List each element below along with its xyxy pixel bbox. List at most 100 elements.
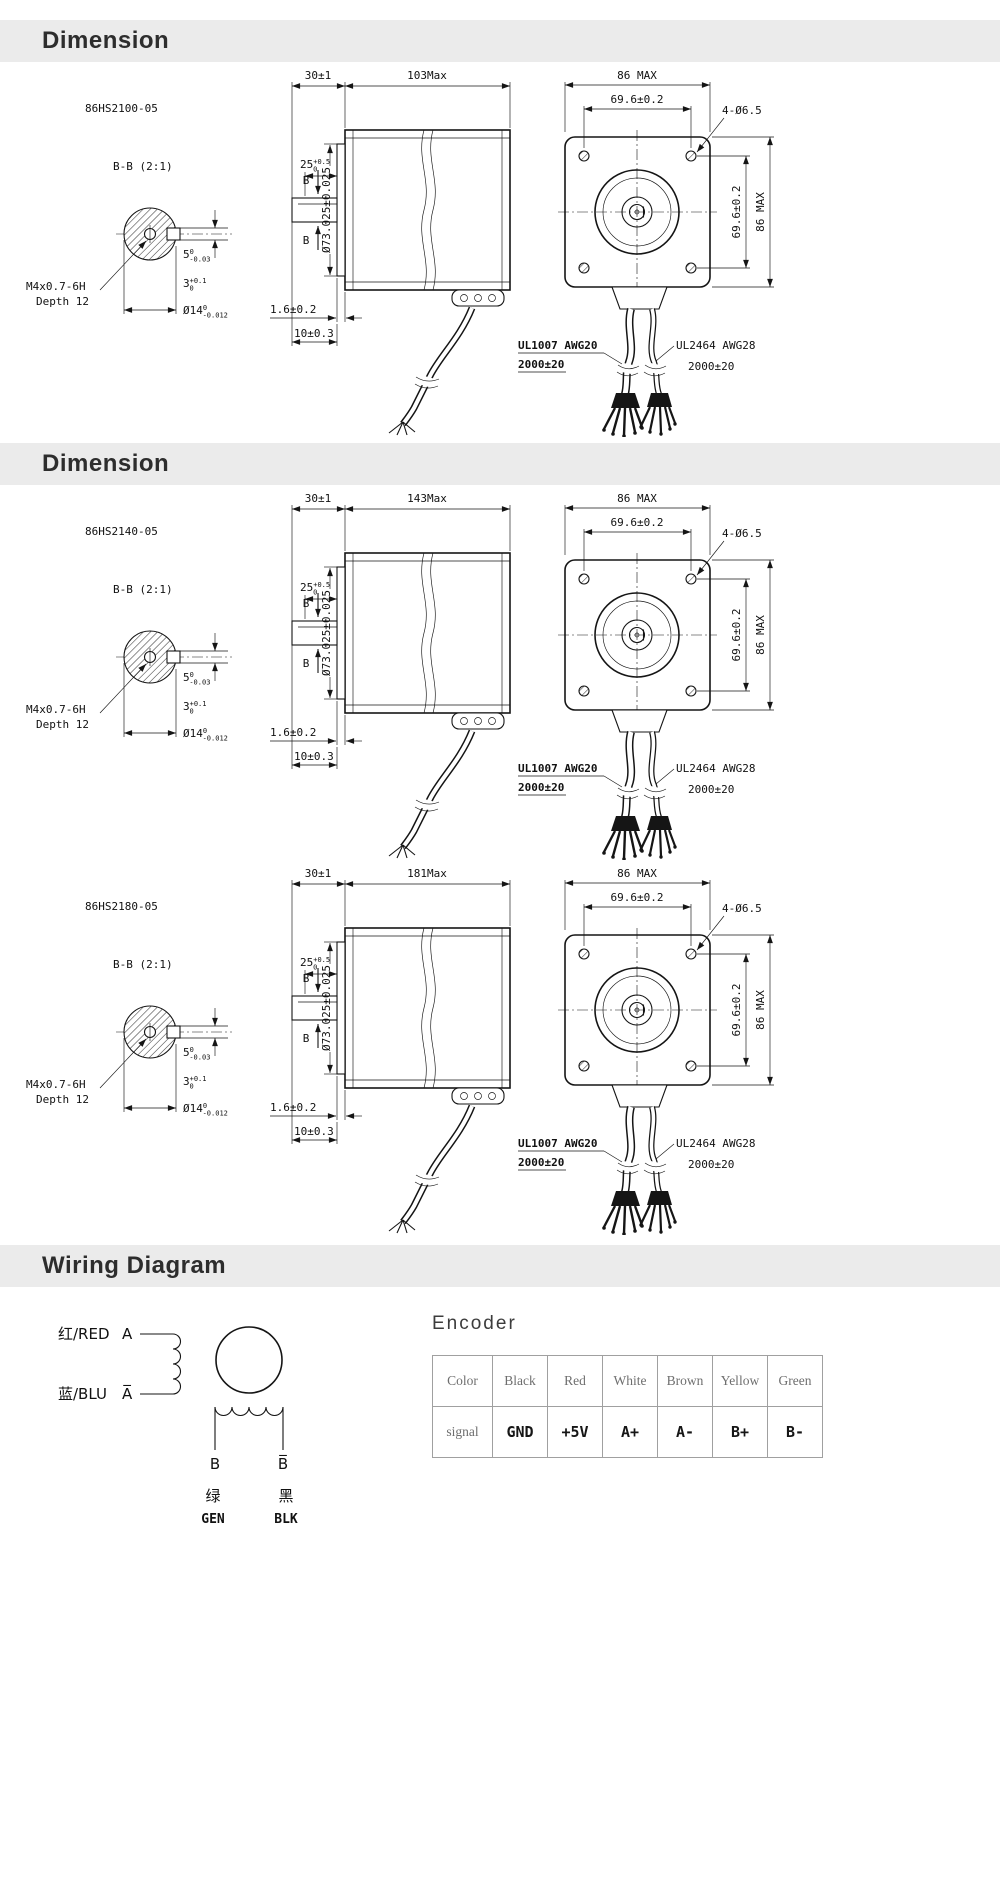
- dim-hole-pitch-vertical: 69.6±0.2: [730, 984, 743, 1037]
- encoder-block: Encoder Color Black Red White Brown Yell…: [432, 1313, 823, 1458]
- encoder-cell: B+: [712, 1406, 768, 1458]
- dim-height-max: 86 MAX: [754, 990, 767, 1030]
- dim-boss-height: 1.6±0.2: [270, 303, 316, 316]
- cable1-spec-label: UL1007 AWG20: [518, 1137, 597, 1150]
- dim-hole-pitch-horizontal: 69.6±0.2: [611, 93, 664, 106]
- dim-shaft-length: 30±1: [305, 69, 332, 82]
- dim-hole-pitch-vertical: 69.6±0.2: [730, 186, 743, 239]
- cable1-length-label: 2000±20: [518, 781, 564, 794]
- tap-spec-label: M4x0.7-6H: [26, 703, 86, 716]
- cable1-spec-label: UL1007 AWG20: [518, 339, 597, 352]
- encoder-cell: +5V: [547, 1406, 603, 1458]
- tap-depth-label: Depth 12: [36, 718, 89, 731]
- terminal-b-bar-label: B̅: [278, 1454, 288, 1473]
- front-view-cable-power: [602, 307, 644, 437]
- dim-corner-holes: 4-Ø6.5: [722, 104, 762, 117]
- dim-height-max: 86 MAX: [754, 615, 767, 655]
- terminal-neck: [611, 1084, 668, 1108]
- tap-spec-label: M4x0.7-6H: [26, 280, 86, 293]
- cable2-spec-label: UL2464 AWG28: [676, 1137, 755, 1150]
- motor-rotor-circle: [215, 1326, 283, 1394]
- green-wire-en-label: GEN: [201, 1512, 225, 1527]
- black-wire-cn-label: 黑: [278, 1487, 293, 1505]
- motor-drawing-86hs2180: 86HS2180-05 B-B (2:1) M4x0.7-6H Depth 12…: [0, 860, 1000, 1235]
- terminal-a-bar-label: A̅: [122, 1384, 133, 1403]
- motor-drawing-86hs2140: 86HS2140-05 B-B (2:1) M4x0.7-6H Depth 12…: [0, 485, 1000, 860]
- terminal-b-label: B: [210, 1455, 220, 1473]
- motor-model-label: 86HS2180-05: [85, 900, 158, 913]
- dim-shaft-length: 30±1: [305, 867, 332, 880]
- encoder-cell: Color: [432, 1355, 493, 1407]
- dim-shaft-step: 10±0.3: [294, 1125, 334, 1138]
- dim-pilot-diameter: Ø73.025±0.025: [320, 590, 333, 676]
- section-header-dimension-1: Dimension: [0, 20, 1000, 62]
- dim-hole-pitch-horizontal: 69.6±0.2: [611, 516, 664, 529]
- tap-depth-label: Depth 12: [36, 1093, 89, 1106]
- encoder-cell: Red: [547, 1355, 603, 1407]
- body-break-line: [421, 927, 427, 1089]
- section-mark-b-top: B: [303, 972, 310, 985]
- dim-key-depth: 50-0.03: [183, 248, 210, 264]
- motor-front-view: 86 MAX 69.6±0.2 4-Ø6.5 69.6±0.2 86 MAX: [518, 867, 774, 1235]
- section-mark-b-bottom: B: [303, 1032, 310, 1045]
- shaft: [291, 197, 338, 223]
- dim-boss-height: 1.6±0.2: [270, 1101, 316, 1114]
- dim-width-max: 86 MAX: [617, 69, 657, 82]
- body-break-line: [430, 129, 436, 291]
- wiring-schematic: 红/RED A 蓝/BLU A̅ B B̅ 绿 GEN 黑 BLK: [58, 1325, 298, 1527]
- encoder-title: Encoder: [432, 1313, 517, 1334]
- dim-hole-pitch-horizontal: 69.6±0.2: [611, 891, 664, 904]
- dim-corner-holes: 4-Ø6.5: [722, 527, 762, 540]
- motor-dimension-drawing: 86HS2180-05 B-B (2:1) M4x0.7-6H Depth 12…: [26, 867, 774, 1235]
- pilot-boss: [336, 143, 346, 277]
- side-view-cable: [388, 306, 476, 436]
- side-view-cable: [388, 729, 476, 859]
- encoder-signal-row: signal GND +5V A+ A- B+ B-: [432, 1406, 823, 1458]
- section-mark-b-top: B: [303, 174, 310, 187]
- section-header-dimension-2: Dimension: [0, 443, 1000, 485]
- motor-drawing-86hs2100: 86HS2100-05 B-B (2:1) M4x0.7-6H Depth 12…: [0, 62, 1000, 437]
- section-title: Wiring Diagram: [42, 1252, 227, 1279]
- shaft: [291, 620, 338, 646]
- phase-b-coil: [214, 1406, 284, 1416]
- body-break-line: [430, 927, 436, 1089]
- encoder-cell: A-: [657, 1406, 713, 1458]
- encoder-cell: signal: [432, 1406, 493, 1458]
- tap-spec-label: M4x0.7-6H: [26, 1078, 86, 1091]
- dim-pilot-diameter: Ø73.025±0.025: [320, 167, 333, 253]
- dim-key-depth: 50-0.03: [183, 671, 210, 687]
- page: Dimension 86HS2100-05 B-B (2:1) M4x0.7-6…: [0, 20, 1000, 1847]
- body-break-line: [421, 129, 427, 291]
- dim-shaft-step: 10±0.3: [294, 750, 334, 763]
- side-view-cable: [388, 1104, 476, 1234]
- section-mark-b-bottom: B: [303, 657, 310, 670]
- cable1-spec-label: UL1007 AWG20: [518, 762, 597, 775]
- front-view-cable-encoder: [639, 1106, 677, 1234]
- section-title: Dimension: [42, 27, 170, 54]
- motor-dimension-drawing: 86HS2140-05 B-B (2:1) M4x0.7-6H Depth 12…: [26, 492, 774, 860]
- cable-gland: [451, 1087, 505, 1105]
- dim-boss-height: 1.6±0.2: [270, 726, 316, 739]
- motor-model-label: 86HS2140-05: [85, 525, 158, 538]
- cable-gland: [451, 712, 505, 730]
- body-break-line: [430, 552, 436, 714]
- pilot-boss: [336, 566, 346, 700]
- dim-body-length: 181Max: [407, 867, 447, 880]
- motor-front-view: 86 MAX 69.6±0.2 4-Ø6.5 69.6±0.2 86 MAX: [518, 492, 774, 860]
- motor-front-view: 86 MAX 69.6±0.2 4-Ø6.5 69.6±0.2 86 MAX: [518, 69, 774, 437]
- cable1-length-label: 2000±20: [518, 1156, 564, 1169]
- motor-dimension-drawing: 86HS2100-05 B-B (2:1) M4x0.7-6H Depth 12…: [26, 69, 774, 437]
- tap-depth-label: Depth 12: [36, 295, 89, 308]
- dim-key-depth: 50-0.03: [183, 1046, 210, 1062]
- wiring-section: 红/RED A 蓝/BLU A̅ B B̅ 绿 GEN 黑 BLK Encode…: [0, 1287, 1000, 1847]
- body-break-line: [421, 552, 427, 714]
- shaft: [291, 995, 338, 1021]
- encoder-cell: A+: [602, 1406, 658, 1458]
- front-view-cable-encoder: [639, 731, 677, 859]
